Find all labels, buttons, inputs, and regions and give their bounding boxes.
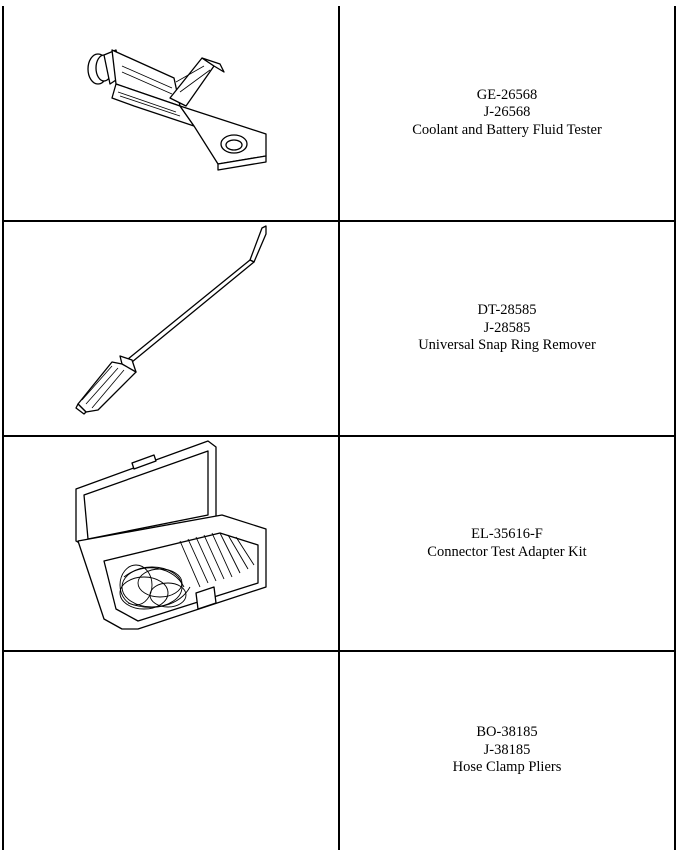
table-row: BO-38185 J-38185 Hose Clamp Pliers xyxy=(0,652,679,850)
tool-part-number-alt: J-26568 xyxy=(483,104,531,121)
row-divider xyxy=(2,220,676,222)
coolant-tester-illustration xyxy=(87,49,267,171)
tool-part-number: BO-38185 xyxy=(476,724,538,740)
tool-description: GE-26568 J-26568 Coolant and Battery Flu… xyxy=(340,6,674,220)
tool-name: Connector Test Adapter Kit xyxy=(427,543,587,560)
tool-name: Hose Clamp Pliers xyxy=(452,759,562,775)
row-divider xyxy=(2,650,676,652)
table-border-right xyxy=(674,6,676,850)
connector-kit-illustration xyxy=(75,440,267,630)
tool-image-cell xyxy=(4,6,338,220)
tool-image-cell xyxy=(4,652,338,850)
table-border-left xyxy=(2,6,4,850)
tool-part-number: GE-26568 xyxy=(476,86,538,103)
table-row: GE-26568 J-26568 Coolant and Battery Flu… xyxy=(0,6,679,220)
tool-name: Coolant and Battery Fluid Tester xyxy=(412,121,602,138)
table-row: EL-35616-F Connector Test Adapter Kit xyxy=(0,437,679,650)
tool-description: EL-35616-F Connector Test Adapter Kit xyxy=(340,437,674,650)
table-row: DT-28585 J-28585 Universal Snap Ring Rem… xyxy=(0,222,679,435)
row-divider xyxy=(2,435,676,437)
tool-description: BO-38185 J-38185 Hose Clamp Pliers xyxy=(340,652,674,850)
tool-description: DT-28585 J-28585 Universal Snap Ring Rem… xyxy=(340,222,674,435)
tool-name: Universal Snap Ring Remover xyxy=(418,337,596,354)
column-divider xyxy=(338,6,340,850)
tool-image-cell xyxy=(4,222,338,435)
tool-part-number: EL-35616-F xyxy=(471,526,543,542)
tool-part-number: DT-28585 xyxy=(477,302,537,319)
tool-part-number-alt: J-28585 xyxy=(483,319,531,336)
tool-image-cell xyxy=(4,437,338,650)
tool-part-number-alt: J-38185 xyxy=(483,741,531,758)
snap-ring-remover-illustration xyxy=(75,225,267,415)
